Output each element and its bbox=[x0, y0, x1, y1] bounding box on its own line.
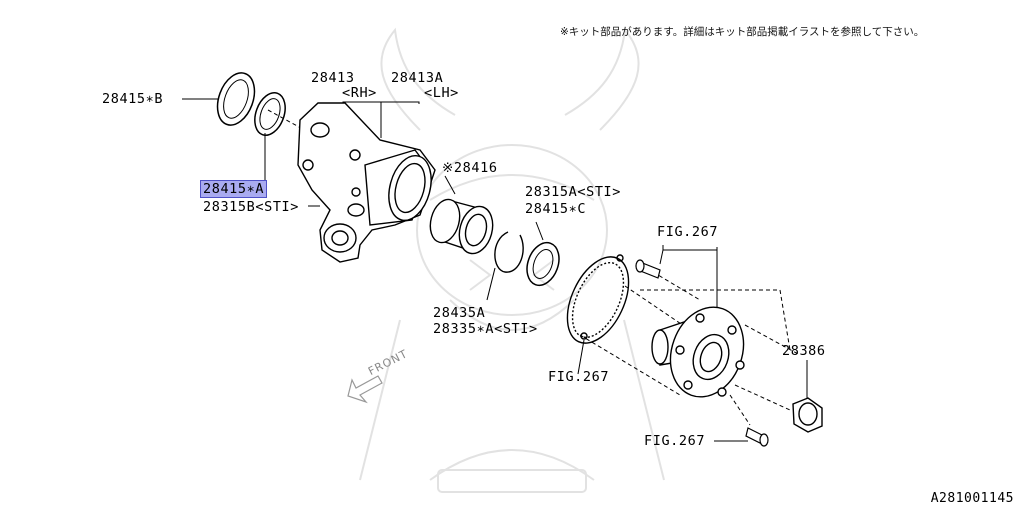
snap-ring-28435a-drawing bbox=[494, 231, 524, 273]
callout-28415a-selected[interactable]: 28415∗A bbox=[199, 180, 268, 198]
seal-28415b-drawing bbox=[216, 72, 256, 126]
callout-28315a[interactable]: 28315A<STI> bbox=[525, 184, 622, 200]
callout-fig267-top[interactable]: FIG.267 bbox=[657, 224, 719, 240]
leader-lines bbox=[182, 98, 808, 442]
callout-28416[interactable]: ※28416 bbox=[442, 160, 498, 176]
wheel-hub-drawing bbox=[651, 306, 745, 398]
kit-parts-note: ※キット部品があります。詳細はキット部品掲載イラストを参照して下さい。 bbox=[560, 26, 925, 38]
variant-lh: <LH> bbox=[424, 85, 459, 101]
callout-28386[interactable]: 28386 bbox=[782, 343, 826, 359]
callout-fig267-middle[interactable]: FIG.267 bbox=[548, 369, 610, 385]
variant-rh: <RH> bbox=[342, 85, 377, 101]
knuckle-housing-drawing bbox=[297, 102, 436, 263]
hub-bolt-bottom-drawing bbox=[745, 427, 769, 447]
axle-nut-28386-drawing bbox=[792, 397, 823, 433]
callout-fig267-bottom[interactable]: FIG.267 bbox=[644, 433, 706, 449]
bearing-28416-drawing bbox=[429, 198, 494, 255]
assembly-dashes bbox=[267, 109, 801, 426]
callout-28415c[interactable]: 28415∗C bbox=[525, 201, 587, 217]
callout-28413a[interactable]: 28413A bbox=[391, 70, 444, 86]
callout-28315b[interactable]: 28315B<STI> bbox=[203, 199, 300, 215]
seal-28415a-drawing bbox=[254, 92, 286, 136]
callout-28335a[interactable]: 28335∗A<STI> bbox=[433, 321, 538, 337]
callout-28435a[interactable]: 28435A bbox=[433, 305, 486, 321]
illustration-id: A281001145 bbox=[930, 491, 1014, 506]
hub-bolt-top-drawing bbox=[635, 259, 661, 279]
callout-28415b[interactable]: 28415∗B bbox=[102, 91, 164, 107]
callout-28413[interactable]: 28413 bbox=[311, 70, 355, 86]
seal-28415c-drawing bbox=[526, 241, 560, 287]
front-arrow-icon bbox=[347, 375, 383, 404]
